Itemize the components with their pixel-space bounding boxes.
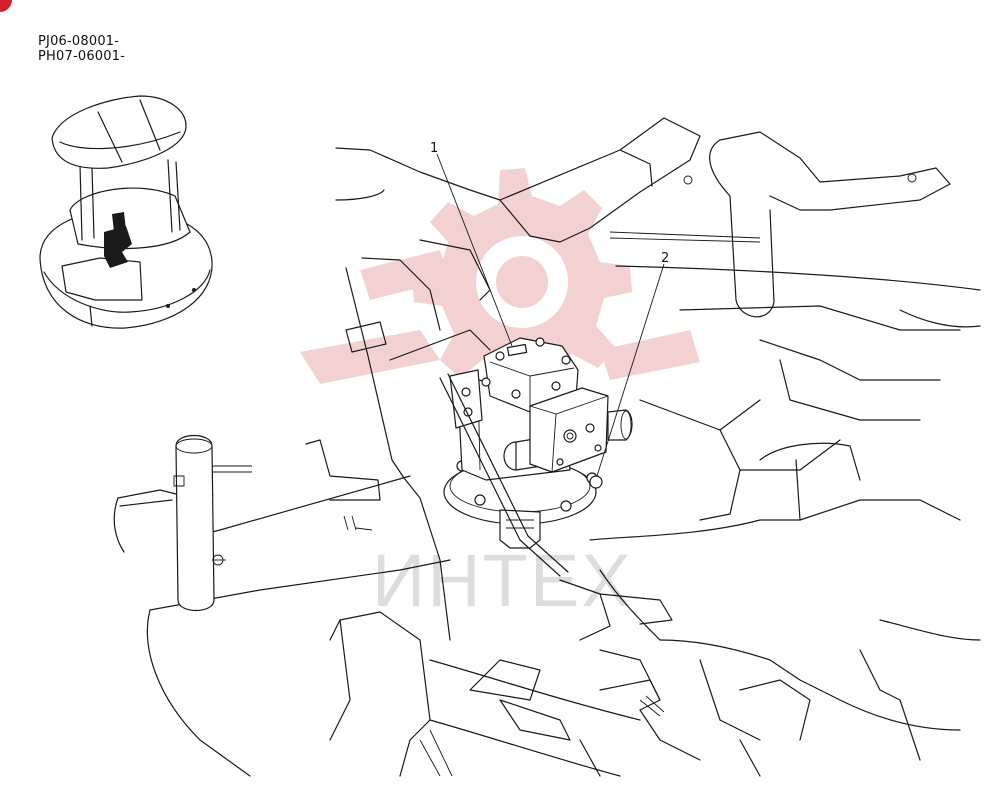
watermark-text: ИНТЕХ: [372, 539, 633, 622]
location-thumbnail: [39, 95, 213, 329]
watermark-gear-logo: [300, 168, 700, 396]
callout-number-2: 2: [661, 251, 669, 266]
serial-range-1: PJ06-08001-: [38, 34, 120, 49]
mounting-bolt: [589, 475, 603, 489]
left-post-drawing: [113, 434, 381, 612]
serial-range-2: PH07-06001-: [38, 49, 126, 64]
callout-number-1: 1: [430, 141, 438, 156]
swing-motor-assembly: [439, 337, 633, 577]
serial-number-block: PJ06-08001- PH07-06001-: [38, 34, 125, 64]
callout-2: 2: [596, 251, 669, 477]
upper-frame-drawing: [179, 117, 981, 641]
callout-1: 1: [430, 141, 513, 347]
